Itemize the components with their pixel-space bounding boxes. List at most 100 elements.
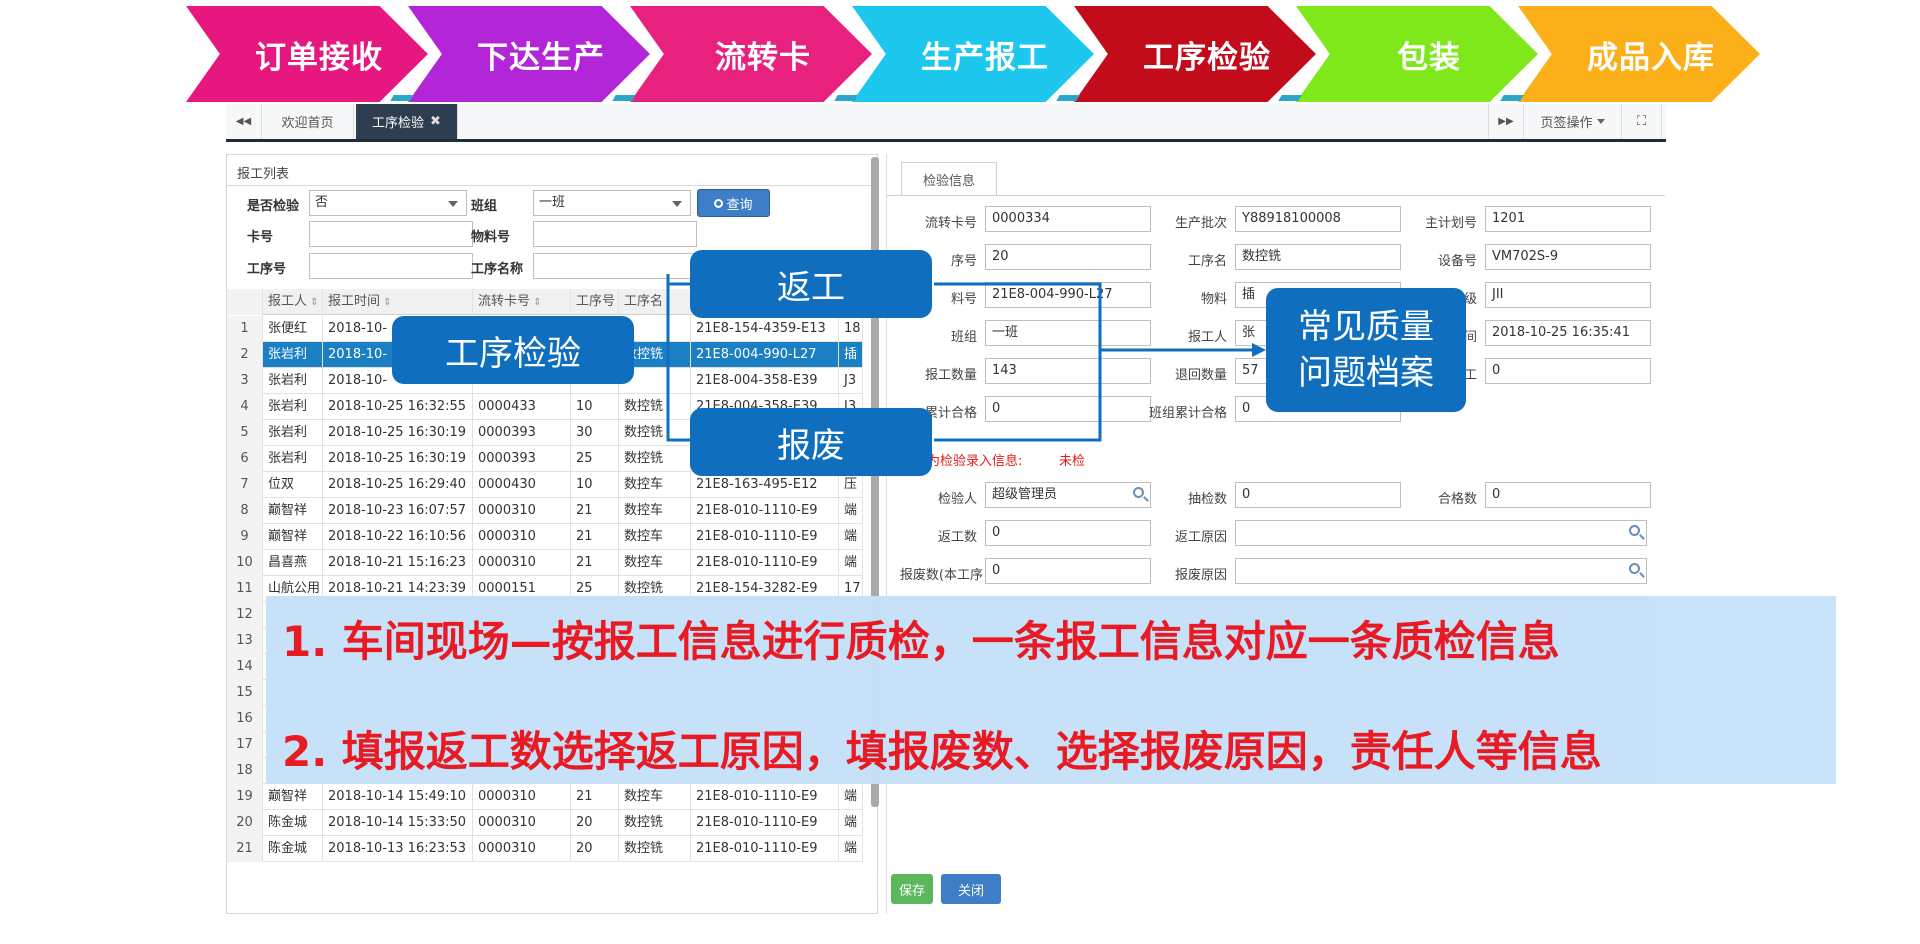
search-icon[interactable] <box>1629 525 1640 536</box>
proc-no-field[interactable]: 20 <box>985 244 1151 270</box>
rework-qty-field[interactable]: 0 <box>985 520 1151 546</box>
sort-icon[interactable]: ⇕ <box>307 297 319 308</box>
inspector-value: 超级管理员 <box>992 487 1058 502</box>
table-cell: 端 <box>839 784 863 810</box>
row-number: 15 <box>227 680 263 706</box>
table-cell: 数控铣 <box>619 420 691 446</box>
team-field[interactable]: 一班 <box>985 320 1151 346</box>
table-cell: 21E8-010-1110-E9 <box>691 498 839 524</box>
table-cell: 2018-10-25 16:30:19 <box>323 420 473 446</box>
pass-label: 合格数 <box>1437 492 1477 507</box>
tab-back-button[interactable]: ◀◀ <box>226 104 262 139</box>
callout-line: 问题档案 <box>1298 353 1434 393</box>
query-button[interactable]: 查询 <box>697 189 770 217</box>
material-input[interactable] <box>533 221 697 247</box>
proc-name-field[interactable]: 数控铣 <box>1235 244 1401 270</box>
tab-operations-dropdown[interactable]: 页签操作 <box>1524 104 1622 139</box>
row-number: 3 <box>227 368 263 394</box>
row-number: 10 <box>227 550 263 576</box>
inspection-status: 未检 <box>1059 454 1086 469</box>
report-time-field[interactable]: 2018-10-25 16:35:41 <box>1485 320 1651 346</box>
table-cell: 端 <box>839 810 863 836</box>
vertical-scrollbar[interactable] <box>871 157 879 807</box>
column-header[interactable]: 报工时间 ⇕ <box>323 289 473 315</box>
search-icon[interactable] <box>1133 487 1144 498</box>
tab-home[interactable]: 欢迎首页 <box>262 104 354 139</box>
query-button-label: 查询 <box>726 197 753 213</box>
table-cell: 数控车 <box>619 524 691 550</box>
close-icon[interactable]: ✖ <box>430 114 441 129</box>
search-icon[interactable] <box>1629 563 1640 574</box>
column-header[interactable]: 报工人 ⇕ <box>263 289 323 315</box>
callout-scrap: 报废 <box>690 408 932 476</box>
sample-field[interactable]: 0 <box>1235 482 1401 508</box>
window-tabbar: ◀◀ 欢迎首页 工序检验✖ ▶▶ 页签操作 ⛶ <box>226 104 1666 142</box>
material-no-field[interactable]: 21E8-004-990-L27 <box>985 282 1151 308</box>
batch-field[interactable]: Y88918100008 <box>1235 206 1401 232</box>
inspector-field[interactable]: 超级管理员 <box>985 482 1151 508</box>
tab-operations-label: 页签操作 <box>1540 116 1593 131</box>
row-number: 14 <box>227 654 263 680</box>
column-header[interactable]: 工序名 <box>619 289 691 315</box>
column-header[interactable]: 工序号 ⇕ <box>571 289 619 315</box>
table-cell: 陈金城 <box>263 810 323 836</box>
tab-forward-button[interactable]: ▶▶ <box>1488 104 1524 139</box>
work-field[interactable]: 0 <box>1485 358 1651 384</box>
plan-no-field[interactable]: 1201 <box>1485 206 1651 232</box>
double-left-arrow-icon: ◀◀ <box>235 116 252 127</box>
tab-process-inspection[interactable]: 工序检验✖ <box>356 104 458 139</box>
table-cell: 0000310 <box>473 524 571 550</box>
scrap-qty-field[interactable]: 0 <box>985 558 1151 584</box>
table-cell: 2018-10-25 16:29:40 <box>323 472 473 498</box>
process-step-4: 生产报工 <box>852 6 1094 102</box>
team-select[interactable]: 一班 <box>533 190 691 216</box>
proc-no-input[interactable] <box>309 253 473 279</box>
report-qty-field[interactable]: 143 <box>985 358 1151 384</box>
close-button[interactable]: 关闭 <box>941 874 1001 904</box>
save-button[interactable]: 保存 <box>891 874 933 904</box>
card-label: 卡号 <box>247 230 274 245</box>
table-cell: 陈金城 <box>263 836 323 862</box>
pass-field[interactable]: 0 <box>1485 482 1651 508</box>
inspected-select-value: 否 <box>315 195 329 210</box>
proc-name-input[interactable] <box>533 253 697 279</box>
row-number: 17 <box>227 732 263 758</box>
rework-reason-label: 返工原因 <box>1174 530 1227 545</box>
cum-ok-field[interactable]: 0 <box>985 396 1151 422</box>
process-flow: 订单接收 下达生产 流转卡 生产报工 工序检验 包装 成品入库 <box>0 0 1920 110</box>
fullscreen-button[interactable]: ⛶ <box>1622 104 1662 139</box>
row-number: 16 <box>227 706 263 732</box>
card-input[interactable] <box>309 221 473 247</box>
column-header[interactable]: 流转卡号 ⇕ <box>473 289 571 315</box>
work-label: 工 <box>1463 368 1477 383</box>
tab-inspection-info[interactable]: 检验信息 <box>901 162 997 196</box>
arrow-shadow <box>612 95 636 101</box>
row-number: 1 <box>227 316 263 342</box>
card-no-field[interactable]: 0000334 <box>985 206 1151 232</box>
process-step-1: 订单接收 <box>186 6 428 102</box>
process-step-3: 流转卡 <box>630 6 872 102</box>
sort-icon[interactable]: ⇕ <box>380 297 392 308</box>
table-cell: 21E8-010-1110-E9 <box>691 550 839 576</box>
table-cell: 21E8-154-4359-E13 <box>691 316 839 342</box>
caret-down-icon <box>672 201 682 207</box>
scrap-reason-field[interactable] <box>1235 558 1647 584</box>
sort-icon[interactable]: ⇕ <box>530 297 542 308</box>
equipment-field[interactable]: VM702S-9 <box>1485 244 1651 270</box>
table-cell: 张便红 <box>263 316 323 342</box>
table-cell: 0000433 <box>473 394 571 420</box>
rework-reason-field[interactable] <box>1235 520 1647 546</box>
double-right-arrow-icon: ▶▶ <box>1498 116 1514 127</box>
level-field[interactable]: JII <box>1485 282 1651 308</box>
inspected-select[interactable]: 否 <box>309 190 467 216</box>
